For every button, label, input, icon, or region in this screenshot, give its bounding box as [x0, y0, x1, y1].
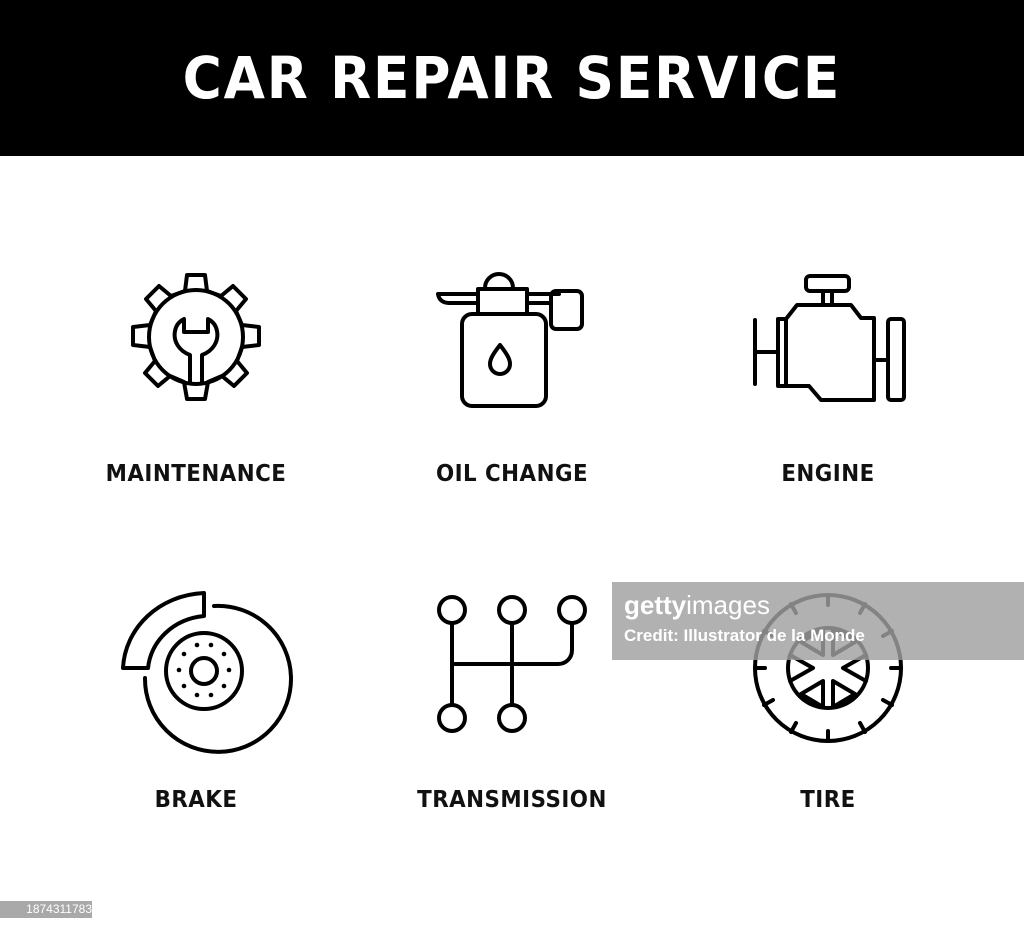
getty-watermark: gettyimages Credit: Illustrator de la Mo… — [612, 582, 1024, 660]
maintenance-label: MAINTENANCE — [105, 461, 287, 487]
watermark-brand-light: images — [686, 590, 770, 620]
transmission-label: TRANSMISSION — [417, 787, 607, 813]
watermark-brand: gettyimages — [624, 590, 770, 620]
oil-change-label: OIL CHANGE — [435, 461, 589, 487]
title-banner: CAR REPAIR SERVICE — [0, 0, 1024, 156]
brake-disc-icon — [111, 583, 293, 754]
image-id-badge: 1874311783 — [0, 901, 92, 918]
brake-label: BRAKE — [154, 787, 238, 813]
engine-icon — [743, 257, 913, 427]
gear-wrench-icon — [111, 255, 281, 425]
gear-shift-icon — [427, 583, 597, 753]
engine-label: ENGINE — [781, 461, 875, 487]
watermark-credit: Credit: Illustrator de la Monde — [624, 626, 865, 645]
oil-can-icon — [427, 258, 597, 428]
watermark-brand-bold: getty — [624, 590, 687, 620]
page-title: CAR REPAIR SERVICE — [182, 44, 842, 112]
tire-label: TIRE — [800, 787, 856, 813]
